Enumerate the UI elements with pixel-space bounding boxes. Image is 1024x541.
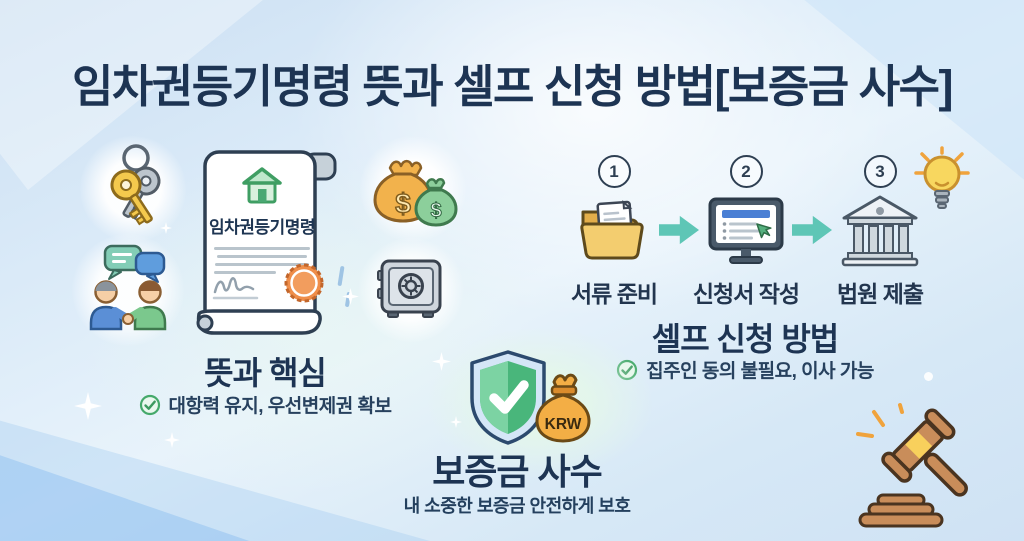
- deposit-heading: 보증금 사수: [432, 451, 603, 492]
- courthouse-icon: [818, 193, 942, 269]
- background-shape: [0, 448, 290, 541]
- apply-heading: 셀프 신청 방법: [651, 321, 839, 357]
- gavel-icon: [848, 396, 984, 541]
- lightbulb-icon: [912, 146, 972, 219]
- seal-icon: [284, 263, 324, 303]
- check-circle-icon: [139, 394, 160, 415]
- document-text-lines: [207, 247, 317, 274]
- meaning-heading: 뜻과 핵심: [204, 355, 327, 391]
- keys-icon: [80, 136, 186, 242]
- signature-icon: [212, 277, 259, 300]
- step-label: 신청서 작성: [692, 281, 800, 307]
- main-title: 임차권등기명령 뜻과 셀프 신청 방법[보증금 사수]: [72, 61, 953, 112]
- deposit-subtitle: 내 소중한 보증금 안전하게 보호: [403, 496, 631, 516]
- krw-money-bag-icon: KRW: [530, 370, 596, 451]
- step-number-badge: 1: [597, 155, 631, 188]
- folder-documents-icon: [552, 193, 676, 269]
- svg-text:$: $: [430, 200, 441, 222]
- step-item: 3 법원 제출: [818, 155, 942, 309]
- shield-check-icon: [464, 348, 552, 451]
- computer-form-icon: [684, 193, 808, 269]
- step-number-badge: 2: [729, 155, 763, 188]
- sparkle-icon: [924, 372, 933, 381]
- step-label: 법원 제출: [836, 281, 924, 307]
- handshake-icon: [72, 234, 184, 346]
- meaning-benefit-text: 대항력 유지, 우선변제권 확보: [168, 396, 392, 417]
- meaning-benefit: 대항력 유지, 우선변제권 확보: [90, 391, 440, 418]
- sparkle-icon: [164, 432, 180, 448]
- svg-text:$: $: [395, 188, 411, 219]
- apply-benefit-text: 집주인 동의 불필요, 이사 가능: [646, 361, 874, 382]
- money-bags-icon: $ $: [360, 136, 466, 242]
- svg-text:KRW: KRW: [545, 416, 582, 433]
- document-scroll: 임차권등기명령: [193, 146, 339, 350]
- house-icon: [207, 164, 317, 211]
- step-number-badge: 3: [863, 155, 897, 188]
- safe-icon: [358, 238, 464, 342]
- step-item: 1 서류 준비: [552, 155, 676, 309]
- step-label: 서류 준비: [570, 281, 658, 307]
- document-title: 임차권등기명령: [209, 218, 315, 237]
- step-item: 2 신청서 작성: [684, 155, 808, 309]
